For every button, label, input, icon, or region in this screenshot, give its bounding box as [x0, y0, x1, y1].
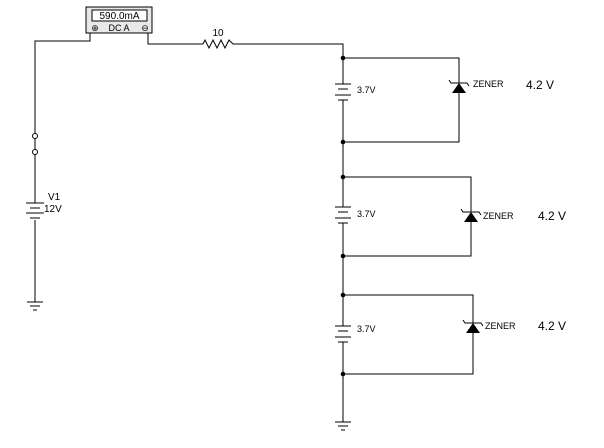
resistor[interactable]: 10 [202, 28, 234, 50]
cell-2: 3.7V ZENER 4.2 V [335, 174, 566, 295]
main-wiring [34, 33, 344, 422]
ammeter-display [91, 9, 148, 22]
source-battery[interactable]: V1 12V [26, 192, 62, 219]
cell-3: 3.7V ZENER 4.2 V [335, 292, 566, 414]
battery-2-label: 3.7V [357, 209, 376, 219]
switch-contact-bottom [32, 149, 38, 155]
ammeter-reading: 590.0mA [99, 11, 139, 22]
switch[interactable] [32, 133, 38, 155]
battery-1-label: 3.7V [357, 85, 376, 95]
switch-contact-top [32, 133, 38, 139]
ground-right-icon [335, 421, 351, 431]
ammeter-mode: DC A [108, 23, 129, 33]
cell-1: 3.7V ZENER 4.2 V [335, 55, 554, 174]
battery-2[interactable] [335, 206, 351, 224]
zener-diode-2[interactable] [460, 208, 482, 222]
resistor-value: 10 [212, 28, 224, 39]
cell-1-voltage: 4.2 V [526, 78, 554, 92]
source-voltage: 12V [44, 204, 62, 215]
zener-3-label: ZENER [485, 321, 516, 331]
cell-2-voltage: 4.2 V [538, 209, 566, 223]
zener-1-label: ZENER [473, 79, 504, 89]
battery-3[interactable] [335, 325, 351, 343]
zener-diode-3[interactable] [462, 319, 484, 333]
battery-1[interactable] [335, 83, 351, 101]
battery-3-label: 3.7V [357, 324, 376, 334]
zener-diode-1[interactable] [448, 79, 470, 93]
zener-2-label: ZENER [483, 211, 514, 221]
ground-left-icon [27, 301, 43, 311]
cell-3-voltage: 4.2 V [538, 319, 566, 333]
ammeter-plus-terminal: ⊕ [91, 23, 99, 33]
resistor-zigzag [202, 38, 234, 50]
ammeter[interactable]: 590.0mA ⊕ DC A ⊖ [85, 6, 153, 34]
source-name: V1 [48, 192, 61, 203]
ammeter-minus-terminal: ⊖ [141, 23, 149, 33]
